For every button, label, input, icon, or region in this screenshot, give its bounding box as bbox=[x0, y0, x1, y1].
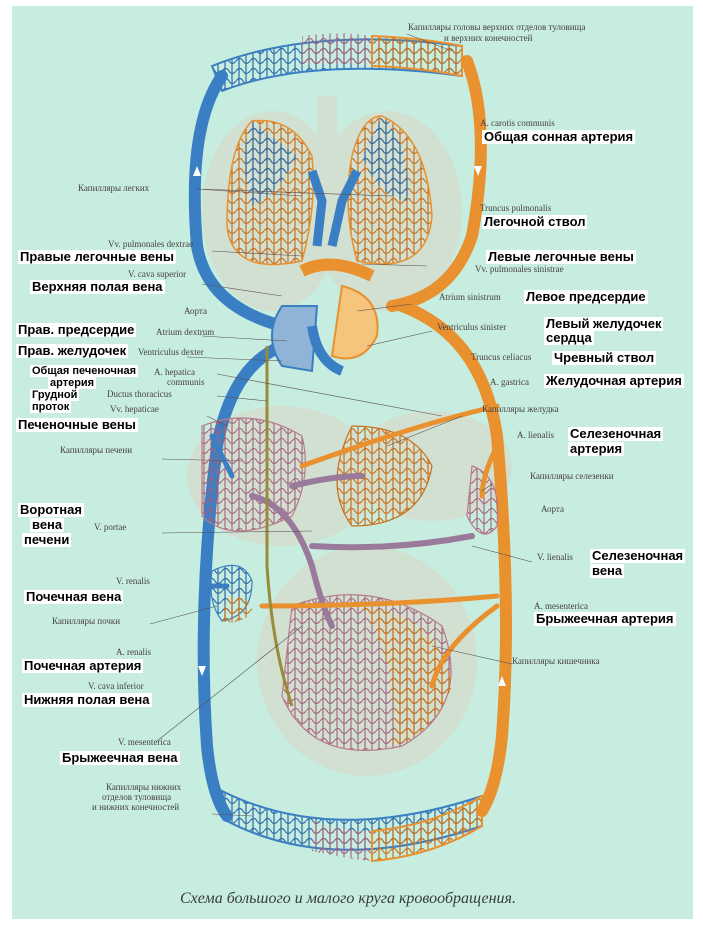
label-vv-pulm-sin: Vv. pulmonales sinistrae bbox=[475, 265, 564, 275]
label-truncus-cel-ru: Чревный ствол bbox=[552, 351, 656, 365]
label-lienalis-v-ru-1: Селезеночная bbox=[590, 549, 685, 563]
label-cava-sup-ru: Верхняя полая вена bbox=[30, 280, 165, 294]
label-portae: V. portae bbox=[94, 523, 126, 533]
liver bbox=[202, 418, 305, 531]
label-atrium-sin-ru: Левое предсердие bbox=[524, 290, 648, 304]
label-lienalis-a-ru-1: Селезеночная bbox=[568, 427, 663, 441]
label-aorta-2: Аорта bbox=[541, 505, 564, 515]
label-lienalis-a: A. lienalis bbox=[517, 431, 554, 441]
label-ventr-dex-ru: Прав. желудочек bbox=[16, 344, 128, 358]
label-aorta-1: Аорта bbox=[184, 307, 207, 317]
figure-caption: Схема большого и малого круга кровообращ… bbox=[180, 890, 516, 908]
intestine bbox=[282, 595, 452, 751]
label-atrium-dex: Atrium dextrum bbox=[156, 328, 214, 338]
label-cap-liver: Капилляры печени bbox=[60, 446, 132, 456]
label-carotis-ru: Общая сонная артерия bbox=[482, 130, 635, 144]
label-vv-pulm-dex-ru: Правые легочные вены bbox=[18, 250, 176, 264]
label-truncus-cel: Truncus celiacus bbox=[471, 353, 531, 363]
label-truncus-pulm-ru: Легочной ствол bbox=[482, 215, 587, 229]
lower-capillaries bbox=[222, 791, 482, 861]
label-vv-hep-ru: Печеночные вены bbox=[16, 418, 138, 432]
kidney bbox=[211, 565, 252, 622]
label-cava-inf: V. cava inferior bbox=[88, 682, 144, 692]
label-cap-spleen: Капилляры селезенки bbox=[530, 472, 614, 482]
label-ductus: Ductus thoracicus bbox=[107, 390, 172, 400]
label-portae-ru-2: вена bbox=[30, 518, 64, 532]
diagram-frame: Капилляры головы верхних отделов туловищ… bbox=[12, 6, 693, 919]
label-ductus-ru-1: Грудной bbox=[30, 389, 79, 401]
label-atrium-sin: Atrium sinistrum bbox=[439, 293, 501, 303]
label-cap-stomach: Капилляры желудка bbox=[482, 405, 559, 415]
label-cap-head-2: и верхних конечностей bbox=[444, 34, 532, 44]
label-hepatica-2: communis bbox=[167, 378, 205, 388]
label-renalis-a-ru: Почечная артерия bbox=[22, 659, 143, 673]
label-truncus-pulm: Truncus pulmonalis bbox=[480, 204, 551, 214]
label-renalis-v: V. renalis bbox=[116, 577, 150, 587]
label-mesenterica-v: V. mesenterica bbox=[118, 738, 171, 748]
label-cap-lungs: Капилляры легких bbox=[78, 184, 149, 194]
label-lienalis-v-ru-2: вена bbox=[590, 564, 624, 578]
label-cava-inf-ru: Нижняя полая вена bbox=[22, 693, 152, 707]
label-lienalis-v: V. lienalis bbox=[537, 553, 573, 563]
label-renalis-a: A. renalis bbox=[116, 648, 151, 658]
label-ventr-dex: Ventriculus dexter bbox=[138, 348, 204, 358]
label-portae-ru-3: печени bbox=[22, 533, 71, 547]
label-renalis-v-ru: Почечная вена bbox=[24, 590, 123, 604]
label-gastrica-ru: Желудочная артерия bbox=[544, 374, 684, 388]
head-capillaries bbox=[212, 34, 462, 92]
label-vv-hep: Vv. hepaticae bbox=[110, 405, 159, 415]
label-vv-pulm-sin-ru: Левые легочные вены bbox=[486, 250, 636, 264]
label-cap-kidney: Капилляры почки bbox=[52, 617, 120, 627]
label-cap-lower-3: и нижних конечностей bbox=[92, 803, 179, 813]
label-mesenterica-v-ru: Брыжеечная вена bbox=[60, 751, 180, 765]
label-ventr-sin: Ventriculus sinister bbox=[437, 323, 506, 333]
label-gastrica: A. gastrica bbox=[490, 378, 529, 388]
label-carotis: A. carotis communis bbox=[480, 119, 555, 129]
label-ductus-ru-2: проток bbox=[30, 401, 71, 413]
label-portae-ru-1: Воротная bbox=[18, 503, 84, 517]
label-cap-head: Капилляры головы верхних отделов туловищ… bbox=[408, 23, 585, 33]
label-hepatica-ru-1: Общая печеночная bbox=[30, 365, 138, 377]
label-cap-intestine: Капилляры кишечника bbox=[512, 657, 600, 667]
label-lienalis-a-ru-2: артерия bbox=[568, 442, 624, 456]
label-atrium-dex-ru: Прав. предсердие bbox=[16, 323, 136, 337]
label-mesenterica-a-ru: Брыжеечная артерия bbox=[534, 612, 676, 626]
label-hepatica-ru-2: артерия bbox=[48, 377, 96, 389]
label-ventr-sin-ru-2: сердца bbox=[544, 331, 594, 345]
